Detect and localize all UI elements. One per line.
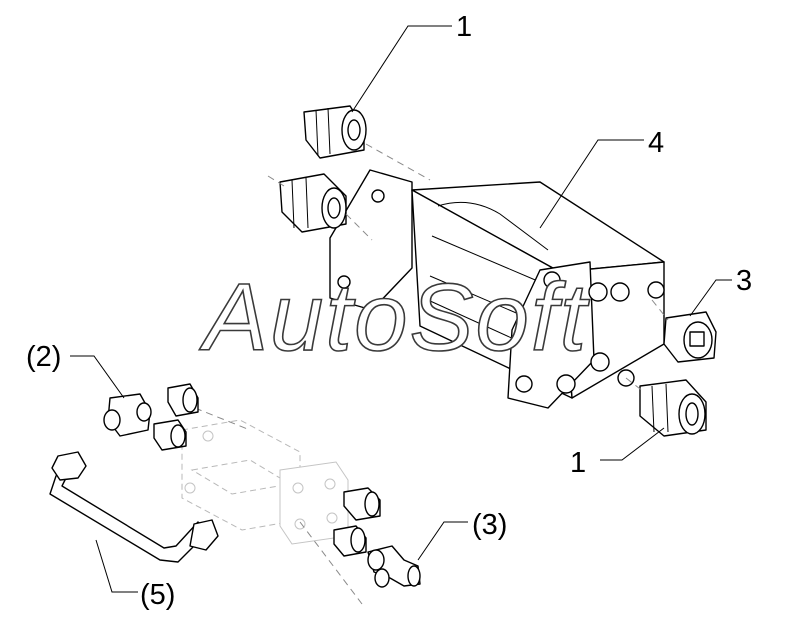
plug: [663, 311, 717, 363]
callout-block: 4: [648, 127, 664, 159]
callout-tube: (5): [140, 579, 175, 611]
elbow-fitting: [103, 393, 152, 437]
straight-adapter-1: [167, 383, 199, 417]
straight-adapter-2: [153, 419, 187, 451]
leader-lines: [70, 25, 732, 593]
callout-bottom-fitting: 1: [570, 447, 586, 479]
bent-tube: [49, 451, 219, 563]
callout-tee: (3): [472, 509, 507, 541]
valve-block: [329, 169, 665, 409]
callout-elbow: (2): [26, 341, 61, 373]
ghost-assembly: [181, 407, 363, 605]
adapter-4: [333, 525, 367, 557]
top-fitting-1: [303, 105, 367, 159]
adapter-3: [343, 487, 381, 521]
watermark: AutoSoft: [199, 264, 590, 371]
callout-plug: 3: [736, 265, 752, 297]
bottom-fitting: [639, 379, 707, 437]
top-fitting-2: [279, 173, 347, 233]
tee-fitting: [367, 545, 421, 588]
callout-top-fitting: 1: [456, 11, 472, 43]
